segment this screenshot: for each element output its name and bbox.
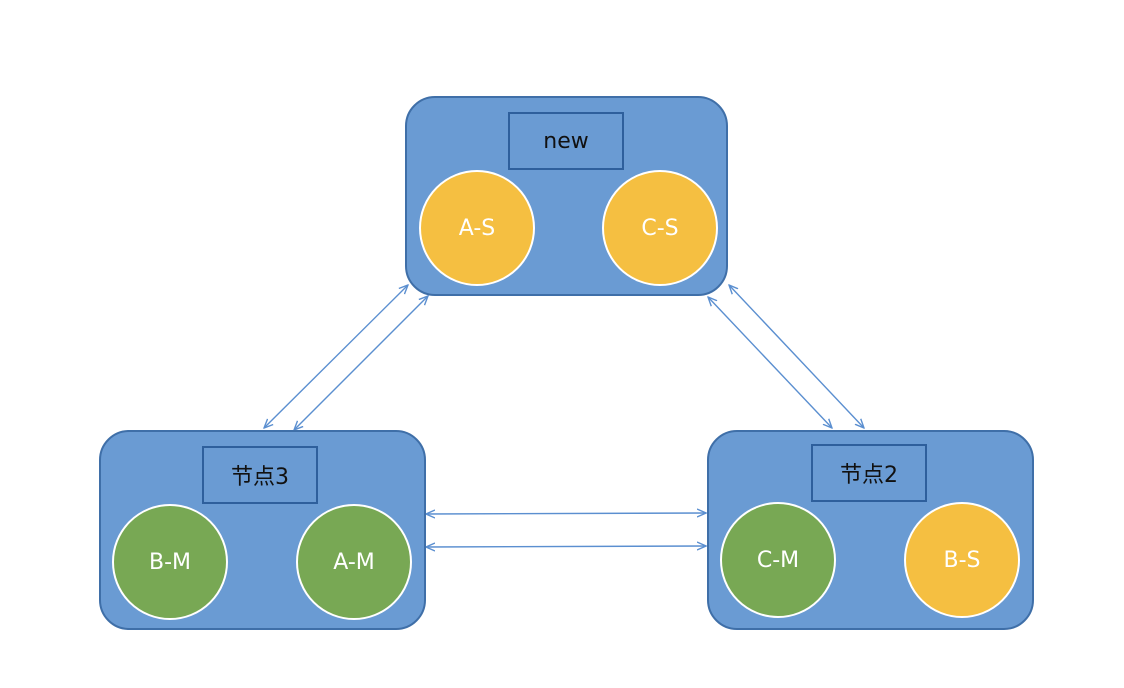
node-3: 节点3 B-M A-M	[99, 430, 426, 630]
shard-circle: A-M	[296, 504, 412, 620]
shard-circle: B-M	[112, 504, 228, 620]
shard-circle: A-S	[419, 170, 535, 286]
node-label: 节点2	[811, 444, 927, 502]
node-new: new A-S C-S	[405, 96, 728, 296]
arrow-left-right-1	[426, 513, 706, 514]
arrow-top-left-1	[264, 285, 408, 428]
node-label: new	[508, 112, 624, 170]
node-label: 节点3	[202, 446, 318, 504]
arrow-top-left-2	[294, 296, 428, 430]
arrow-left-right-2	[426, 546, 706, 547]
node-2: 节点2 C-M B-S	[707, 430, 1034, 630]
arrow-top-right-1	[708, 297, 832, 428]
arrow-top-right-2	[729, 285, 864, 428]
shard-circle: B-S	[904, 502, 1020, 618]
shard-circle: C-S	[602, 170, 718, 286]
shard-circle: C-M	[720, 502, 836, 618]
